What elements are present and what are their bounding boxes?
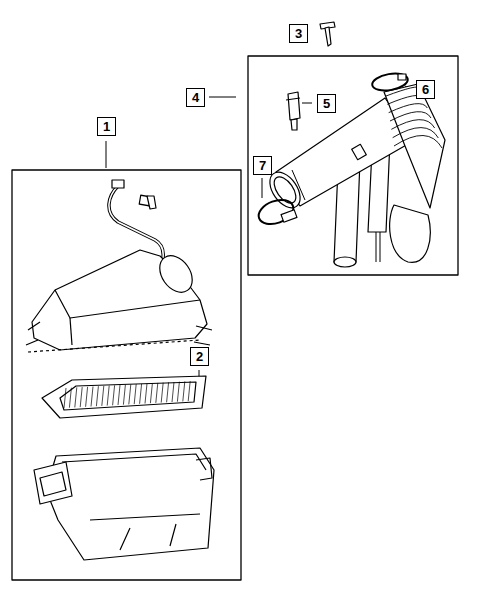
air-duct: [264, 84, 445, 267]
callout-number: 2: [190, 347, 209, 366]
pleat: [140, 384, 142, 404]
pleat: [145, 384, 147, 404]
group-panel: [12, 170, 241, 580]
air-box-tray: [34, 448, 214, 560]
screw: [320, 22, 335, 46]
pleat: [123, 385, 125, 405]
hose-clamp: [371, 71, 409, 93]
pleat: [161, 383, 163, 403]
pleat: [167, 382, 169, 402]
bellows-rib: [389, 104, 428, 113]
pleat: [91, 387, 93, 407]
bellows-rib: [391, 120, 434, 130]
sensor: [286, 92, 300, 130]
callout-number: 1: [97, 117, 116, 136]
vent-hose: [109, 180, 163, 258]
pleat: [75, 387, 77, 407]
air-box-lid: [26, 250, 212, 352]
callout-number: 3: [289, 24, 308, 43]
pleat: [64, 388, 66, 408]
callout-number: 7: [253, 156, 272, 175]
bellows-rib: [390, 112, 431, 121]
callout-number: 6: [416, 80, 435, 99]
pleat: [80, 387, 82, 407]
hose-clamp: [255, 196, 297, 229]
pleat: [113, 385, 115, 405]
pleat: [102, 386, 104, 406]
bellows-rib: [386, 87, 420, 96]
pleat: [150, 383, 152, 403]
pleat: [172, 382, 174, 402]
pleat: [69, 388, 71, 408]
pleat: [188, 381, 190, 401]
pleat: [96, 386, 98, 406]
pleat: [156, 383, 158, 403]
pleat: [134, 384, 136, 404]
group-panel: [248, 56, 458, 275]
pleat: [183, 381, 185, 401]
pleat: [177, 382, 179, 402]
pleat: [86, 387, 88, 407]
callout-number: 5: [317, 94, 336, 113]
air-filter: [42, 376, 206, 418]
pleat: [118, 385, 120, 405]
pleat: [107, 386, 109, 406]
callout-number: 4: [186, 88, 205, 107]
bellows-rib: [394, 135, 442, 148]
pleat: [129, 384, 131, 404]
